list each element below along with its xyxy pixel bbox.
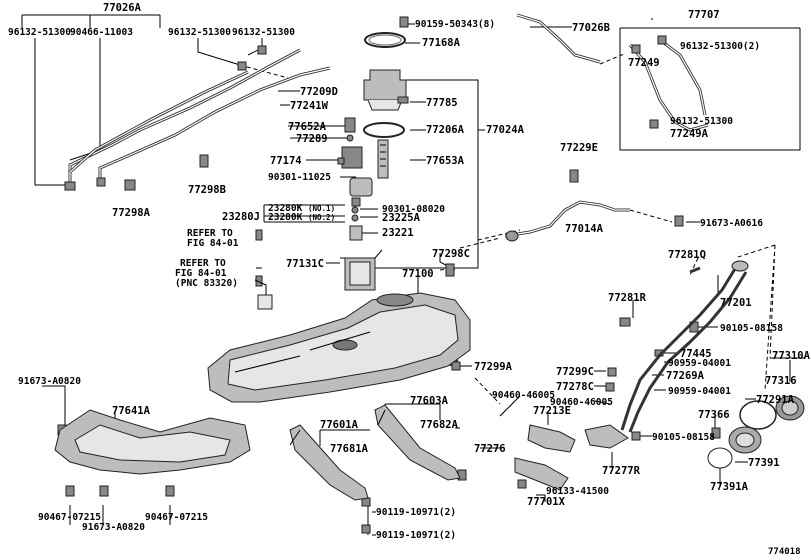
label-77653A: 77653A bbox=[426, 155, 465, 167]
label-77213E: 77213E bbox=[533, 405, 571, 417]
label-77026B: 77026B bbox=[572, 22, 610, 34]
label-77701X: 77701X bbox=[527, 496, 566, 508]
filler-pipe-77201 bbox=[620, 260, 749, 433]
label-77391: 77391 bbox=[748, 457, 780, 469]
label-91673-A0820-b: 91673-A0820 bbox=[82, 522, 145, 533]
label-96132-51300-a: 96132-51300 bbox=[8, 27, 71, 38]
label-77209D: 77209D bbox=[300, 86, 338, 98]
label-23225A: 23225A bbox=[382, 212, 421, 224]
part-labels: 77026A 96132-51300 90466-11003 96132-513… bbox=[8, 2, 811, 557]
label-91673-A0616: 91673-A0616 bbox=[700, 218, 763, 229]
label-77299C: 77299C bbox=[556, 366, 594, 378]
label-90159-50343: 90159-50343(8) bbox=[415, 19, 495, 30]
label-96132-51300-d: 96132-51300 bbox=[670, 116, 733, 127]
label-96133-41500: 96133-41500 bbox=[546, 486, 609, 497]
label-77298A: 77298A bbox=[112, 207, 151, 219]
fuel-sender-77131c bbox=[340, 249, 383, 291]
label-77682A: 77682A bbox=[420, 419, 459, 431]
label-77014A: 77014A bbox=[565, 223, 604, 235]
label-90105-08158-b: 90105-08158 bbox=[652, 432, 715, 443]
label-77289: 77289 bbox=[296, 133, 328, 145]
label-77316: 77316 bbox=[765, 375, 797, 387]
vent-hose-77014a bbox=[504, 200, 630, 242]
label-90959-04001-b: 90959-04001 bbox=[668, 386, 731, 397]
tank-straps bbox=[289, 404, 461, 501]
label-90119-10971-b: 90119-10971(2) bbox=[376, 530, 456, 541]
label-77206A: 77206A bbox=[426, 124, 465, 136]
label-77445: 77445 bbox=[680, 348, 712, 360]
label-77366: 77366 bbox=[698, 409, 730, 421]
label-90460-46005-a: 90460-46005 bbox=[492, 390, 555, 401]
fuel-tube-77026a bbox=[68, 48, 331, 185]
label-23280K-2-sub: (NO.2) bbox=[308, 213, 335, 222]
label-77100: 77100 bbox=[402, 268, 434, 280]
refer-sender-unit bbox=[254, 279, 273, 310]
label-90119-10971-a: 90119-10971(2) bbox=[376, 507, 456, 518]
label-90959-04001-a: 90959-04001 bbox=[668, 358, 731, 369]
label-23221: 23221 bbox=[382, 227, 414, 239]
label-77641A: 77641A bbox=[112, 405, 151, 417]
label-96132-51300-2: 96132-51300(2) bbox=[680, 41, 760, 52]
label-90301-08020: 90301-08020 bbox=[382, 204, 445, 215]
label-refer1-line2: FIG 84-01 bbox=[187, 238, 239, 249]
fuel-pump-assembly bbox=[337, 32, 409, 241]
label-77174: 77174 bbox=[270, 155, 302, 167]
label-77168A: 77168A bbox=[422, 37, 461, 49]
label-77269A: 77269A bbox=[666, 370, 705, 382]
label-77229E: 77229E bbox=[560, 142, 598, 154]
label-77131C: 77131C bbox=[286, 258, 324, 270]
label-90460-46005-b: 90460-46005 bbox=[550, 397, 613, 408]
label-77601A: 77601A bbox=[320, 419, 359, 431]
filler-hose-77213e bbox=[514, 424, 629, 491]
label-23280K-1-sub: (NO.1) bbox=[308, 204, 335, 213]
label-refer1-line1: REFER TO bbox=[187, 228, 233, 239]
fuel-tube-77026b bbox=[516, 13, 601, 64]
label-23280K-2: 23280K bbox=[268, 212, 303, 223]
label-refer2-line1: REFER TO bbox=[180, 258, 226, 269]
fuel-tank-77100 bbox=[207, 292, 471, 403]
label-77241W: 77241W bbox=[290, 100, 329, 112]
label-77652A: 77652A bbox=[288, 121, 327, 133]
label-90467-07215-b: 90467-07215 bbox=[145, 512, 208, 523]
label-77785: 77785 bbox=[426, 97, 458, 109]
tank-protector-77641a bbox=[54, 409, 251, 475]
label-77291A: 77291A bbox=[756, 394, 795, 406]
diagram-id: 774018 bbox=[768, 547, 801, 557]
label-77281Q: 77281Q bbox=[668, 249, 706, 261]
label-77707: 77707 bbox=[688, 9, 720, 21]
label-77276: 77276 bbox=[474, 443, 506, 455]
dashed-connections bbox=[239, 53, 776, 405]
filler-cap-parts bbox=[707, 395, 805, 469]
label-77310A: 77310A bbox=[772, 350, 811, 362]
label-77298C: 77298C bbox=[432, 248, 470, 260]
label-77277R: 77277R bbox=[602, 465, 641, 477]
label-77249A: 77249A bbox=[670, 128, 709, 140]
label-96132-51300-c: 96132-51300 bbox=[232, 27, 295, 38]
label-96132-51300-b: 96132-51300 bbox=[168, 27, 231, 38]
label-23280K-1: 23280K bbox=[268, 203, 303, 214]
leader-lines bbox=[21, 14, 805, 536]
label-77026A: 77026A bbox=[103, 2, 142, 14]
label-90467-07215-a: 90467-07215 bbox=[38, 512, 101, 523]
label-90301-11025: 90301-11025 bbox=[268, 172, 331, 183]
label-77024A: 77024A bbox=[486, 124, 525, 136]
label-77391A: 77391A bbox=[710, 481, 749, 493]
label-91673-A0820-a: 91673-A0820 bbox=[18, 376, 81, 387]
label-77681A: 77681A bbox=[330, 443, 369, 455]
label-77281R: 77281R bbox=[608, 292, 647, 304]
label-refer2-line3: (PNC 83320) bbox=[175, 278, 238, 289]
fuel-tube-77707 bbox=[628, 38, 709, 132]
label-77278C: 77278C bbox=[556, 381, 594, 393]
label-90466-11003: 90466-11003 bbox=[70, 27, 133, 38]
label-77201: 77201 bbox=[720, 297, 752, 309]
label-77603A: 77603A bbox=[410, 395, 449, 407]
label-refer2-line2: FIG 84-01 bbox=[175, 268, 227, 279]
label-77249: 77249 bbox=[628, 57, 660, 69]
label-90105-08158-a: 90105-08158 bbox=[720, 323, 783, 334]
label-23280J: 23280J bbox=[222, 211, 260, 223]
label-77299A: 77299A bbox=[474, 361, 513, 373]
label-77298B: 77298B bbox=[188, 184, 226, 196]
